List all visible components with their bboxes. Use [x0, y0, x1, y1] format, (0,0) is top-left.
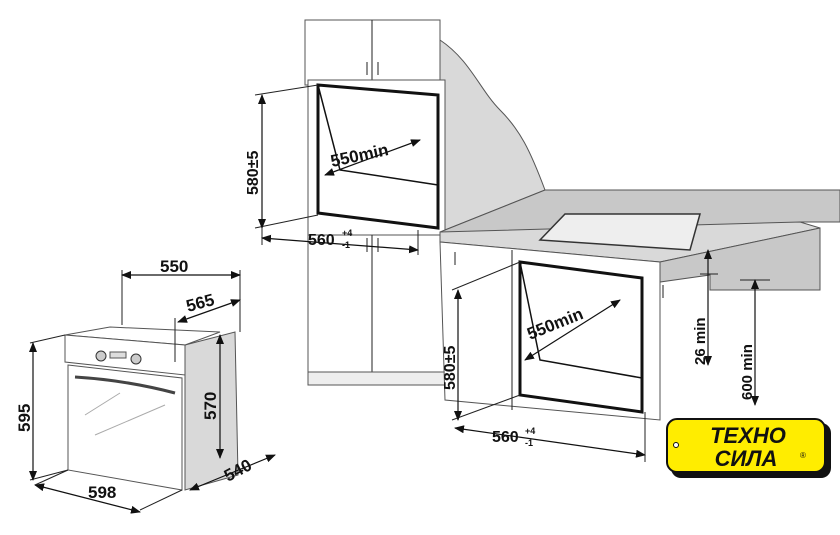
counter-height-label: 600 min — [739, 344, 756, 400]
oven-depth-total-label: 550 — [160, 257, 188, 276]
oven-door-handle — [74, 375, 176, 395]
upper-width-tol-plus: +4 — [342, 228, 352, 238]
tall-cabinet-lower — [307, 234, 446, 386]
lower-niche-height-label: 580±5 — [442, 346, 459, 390]
lower-niche-width-label: 560 — [492, 429, 519, 446]
logo-registered-mark: ® — [800, 451, 806, 460]
upper-niche-height-label: 580±5 — [245, 151, 262, 195]
upper-niche-width-label: 560 — [308, 232, 335, 249]
upper-niche: 580±5 550min 560 +4 -1 — [245, 83, 440, 255]
upper-width-tol-minus: -1 — [342, 240, 350, 250]
lower-width-tol-minus: -1 — [525, 438, 533, 448]
oven-knob-right — [130, 353, 142, 365]
hob-cutout — [538, 213, 701, 251]
oven-depth-panel-label: 565 — [184, 290, 216, 316]
oven: 550 565 595 570 598 540 — [15, 257, 276, 514]
lower-niche: 580±5 550min 560 +4 -1 26 min 600 min — [442, 249, 770, 462]
oven-body-height-label: 570 — [201, 392, 220, 420]
oven-height-label: 595 — [15, 404, 34, 432]
oven-knob-left — [95, 350, 107, 362]
counter-gap-label: 26 min — [692, 317, 709, 365]
oven-display — [109, 351, 127, 359]
logo-line1: ТЕХНО — [710, 423, 786, 448]
logo-line2: СИЛА — [715, 446, 778, 471]
oven-width-label: 598 — [88, 483, 116, 502]
tekhnosila-logo: ТЕХНО СИЛА ® — [666, 418, 831, 478]
wall-curve — [439, 39, 546, 233]
lower-width-tol-plus: +4 — [525, 426, 535, 436]
